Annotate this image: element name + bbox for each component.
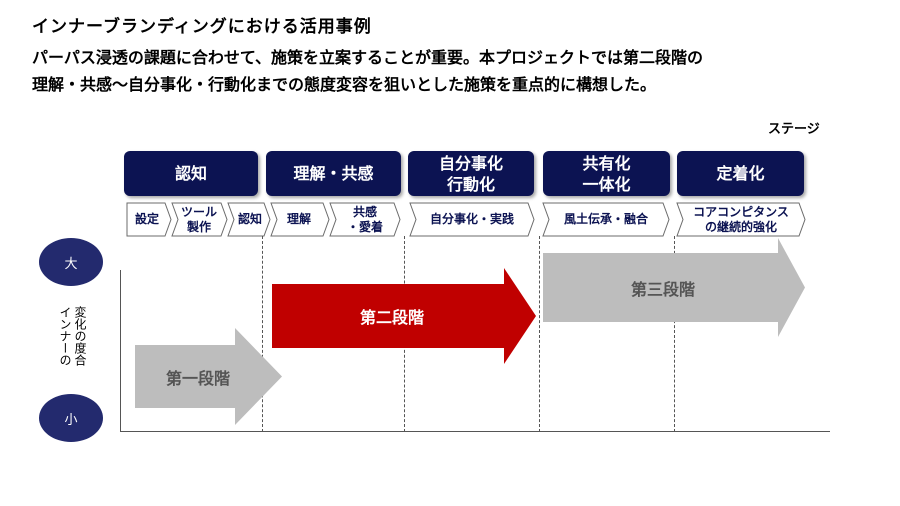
- scale-low-circle: 小: [39, 394, 103, 442]
- substep-chevron: 共感 ・愛着: [329, 202, 401, 237]
- substep-label: 風土伝承・融合: [563, 212, 648, 226]
- phase-label: 第三段階: [630, 279, 695, 299]
- substep-label: コアコンピタンス: [693, 204, 789, 219]
- page-title: インナーブランディングにおける活用事例: [32, 17, 372, 37]
- stage-label: 定着化: [716, 164, 765, 183]
- substep-label: 理解: [286, 212, 311, 226]
- substep-chevron: 風土伝承・融合: [542, 202, 670, 237]
- phase-label: 第一段階: [165, 368, 230, 388]
- stage-box-kyoyuka: 共有化 一体化: [543, 151, 670, 196]
- substep-label: 自分事化・実践: [429, 212, 514, 226]
- stage-separator: [539, 236, 540, 432]
- lead-line: パーパス浸透の課題に合わせて、施策を立案することが重要。本プロジェクトでは第二段…: [32, 48, 704, 67]
- stage-box-teichakuka: 定着化: [677, 151, 804, 196]
- substep-chevron: コアコンピタンス の継続的強化: [676, 202, 806, 237]
- phase-arrow-1: 第一段階: [135, 328, 282, 425]
- lead-line: 理解・共感〜自分事化・行動化までの態度変容を狙いとした施策を重点的に構想した。: [32, 75, 657, 94]
- stage-label: 行動化: [446, 174, 495, 194]
- stage-label: 一体化: [582, 174, 631, 194]
- substep-chevron: 設定: [126, 202, 172, 237]
- stage-axis-label: ステージ: [768, 122, 820, 137]
- substep-label: ツール: [180, 204, 217, 219]
- lead-text: パーパス浸透の課題に合わせて、施策を立案することが重要。本プロジェクトでは第二段…: [32, 44, 872, 98]
- stage-label: 自分事化: [438, 153, 503, 173]
- substep-chevron: 理解: [270, 202, 330, 237]
- substep-chevron: 認知: [227, 202, 271, 237]
- y-axis-title-line: インナーの: [58, 306, 72, 366]
- y-axis-title: インナーの 変化の度合: [52, 306, 92, 386]
- stage-box-ninchi: 認知: [124, 151, 258, 196]
- substep-label: の継続的強化: [704, 219, 777, 234]
- x-axis-line: [120, 431, 830, 432]
- stage-label: 認知: [174, 164, 207, 183]
- substep-chevron: 自分事化・実践: [409, 202, 535, 237]
- substep-label: ・愛着: [346, 219, 383, 234]
- stage-separator: [262, 236, 263, 432]
- y-axis-title-line: 変化の度合: [73, 306, 87, 366]
- stage-label: 理解・共感: [293, 164, 374, 183]
- scale-high-circle: 大: [39, 238, 103, 286]
- stage-label: 共有化: [582, 153, 631, 173]
- y-axis-line: [120, 270, 121, 432]
- stage-separator: [674, 236, 675, 432]
- substep-label: 設定: [134, 212, 159, 226]
- substep-label: 共感: [352, 204, 377, 219]
- substep-label: 認知: [237, 212, 262, 226]
- substep-chevron: ツール 製作: [171, 202, 228, 237]
- phase-arrow-3: 第三段階: [543, 238, 805, 337]
- substep-label: 製作: [186, 219, 211, 234]
- scale-low-label: 小: [64, 412, 78, 428]
- phase-arrow-2: 第二段階: [272, 268, 536, 364]
- stage-box-jibunjika: 自分事化 行動化: [408, 151, 534, 196]
- scale-high-label: 大: [64, 256, 78, 272]
- stage-box-rikai-kyokan: 理解・共感: [266, 151, 401, 196]
- phase-label: 第二段階: [359, 308, 424, 327]
